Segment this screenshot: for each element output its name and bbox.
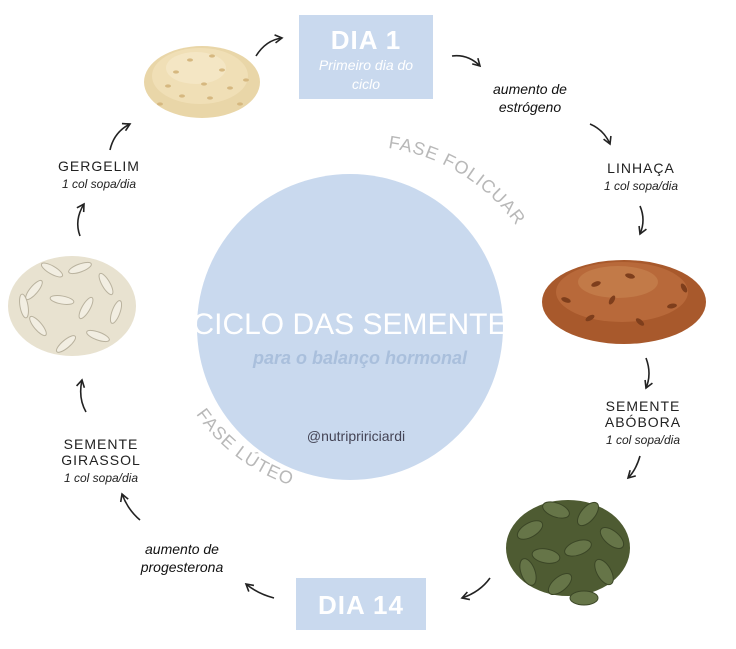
abobora-name-line2: ABÓBORA	[604, 414, 682, 430]
day-1-box: DIA 1 Primeiro dia do ciclo	[299, 15, 433, 99]
girassol-dose: 1 col sopa/dia	[63, 471, 139, 485]
cycle-subtitle: para o balanço hormonal	[252, 348, 468, 368]
arrow-8	[119, 492, 141, 521]
arrow-2	[589, 123, 612, 146]
estrogen-note: aumento de estrógeno	[470, 80, 590, 116]
arrow-11	[109, 122, 132, 151]
arrow-10	[76, 202, 85, 237]
progesterone-note-line1: aumento de	[145, 541, 219, 557]
pumpkin-seeds-image	[506, 500, 630, 606]
arrow-5	[626, 455, 641, 480]
sunflower-seeds-image	[8, 256, 136, 356]
cycle-title: CICLO DAS SEMENTES	[192, 308, 528, 341]
arrow-12	[255, 34, 284, 57]
day-1-subtitle-line1: Primeiro dia do	[318, 57, 414, 73]
girassol-name: SEMENTE GIRASSOL	[46, 436, 156, 468]
linhaca-name: LINHAÇA	[607, 160, 675, 176]
linhaca-dose: 1 col sopa/dia	[603, 179, 679, 193]
author-handle: @nutripririciardi	[306, 428, 406, 444]
arrow-9	[75, 378, 87, 413]
sesame-seeds-image	[144, 46, 260, 118]
abobora-dose: 1 col sopa/dia	[605, 433, 681, 447]
gergelim-dose: 1 col sopa/dia	[61, 177, 137, 191]
cycle-arrows	[75, 34, 653, 601]
estrogen-note-line1: aumento de	[493, 81, 567, 97]
day-14-box: DIA 14	[296, 578, 426, 630]
day-1-title: DIA 1	[330, 25, 402, 55]
arrow-7	[244, 582, 275, 599]
girassol-name-line2: GIRASSOL	[61, 452, 141, 468]
abobora-name-line1: SEMENTE	[605, 398, 681, 414]
arrow-3	[638, 205, 647, 236]
center-circle	[197, 174, 503, 480]
abobora-name: SEMENTE ABÓBORA	[588, 398, 698, 430]
progesterone-note-line2: progesterona	[140, 559, 224, 575]
estrogen-note-line2: estrógeno	[498, 99, 562, 115]
arrow-6	[460, 577, 491, 601]
progesterone-note: aumento de progesterona	[122, 540, 242, 576]
day-1-subtitle-line2: ciclo	[351, 76, 380, 92]
arrow-4	[644, 357, 653, 390]
gergelim-name: GERGELIM	[58, 158, 140, 174]
arrow-1	[451, 54, 482, 68]
girassol-name-line1: SEMENTE	[63, 436, 139, 452]
flax-seeds-image	[542, 260, 706, 344]
day-14-title: DIA 14	[318, 590, 404, 620]
